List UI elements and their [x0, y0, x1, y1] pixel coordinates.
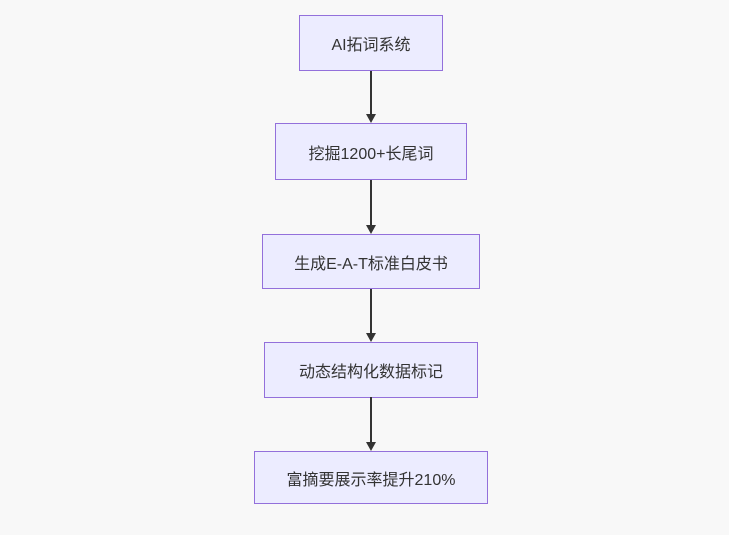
arrow-line [370, 289, 372, 336]
flow-node-eat-whitepaper: 生成E-A-T标准白皮书 [262, 234, 480, 289]
flow-node-label: AI拓词系统 [331, 37, 411, 54]
flow-arrow-1 [365, 71, 377, 123]
flow-node-rich-snippet-result: 富摘要展示率提升210% [254, 451, 488, 504]
arrowhead-down-icon [366, 114, 376, 123]
flow-node-label: 生成E-A-T标准白皮书 [294, 255, 448, 273]
arrowhead-down-icon [366, 225, 376, 234]
arrowhead-down-icon [366, 442, 376, 451]
flow-node-structured-data-markup: 动态结构化数据标记 [264, 342, 478, 398]
flow-node-label: 富摘要展示率提升210% [286, 471, 456, 489]
arrow-line [370, 71, 372, 117]
flow-node-label: 挖掘1200+长尾词 [308, 145, 434, 163]
flow-arrow-3 [365, 289, 377, 342]
flow-arrow-2 [365, 180, 377, 234]
flow-node-ai-keyword-system: AI拓词系统 [299, 15, 443, 71]
arrow-line [370, 180, 372, 228]
flow-arrow-4 [365, 397, 377, 451]
arrowhead-down-icon [366, 333, 376, 342]
flow-node-label: 动态结构化数据标记 [298, 364, 443, 381]
flow-node-longtail-mining: 挖掘1200+长尾词 [275, 123, 467, 180]
arrow-line [370, 397, 372, 445]
